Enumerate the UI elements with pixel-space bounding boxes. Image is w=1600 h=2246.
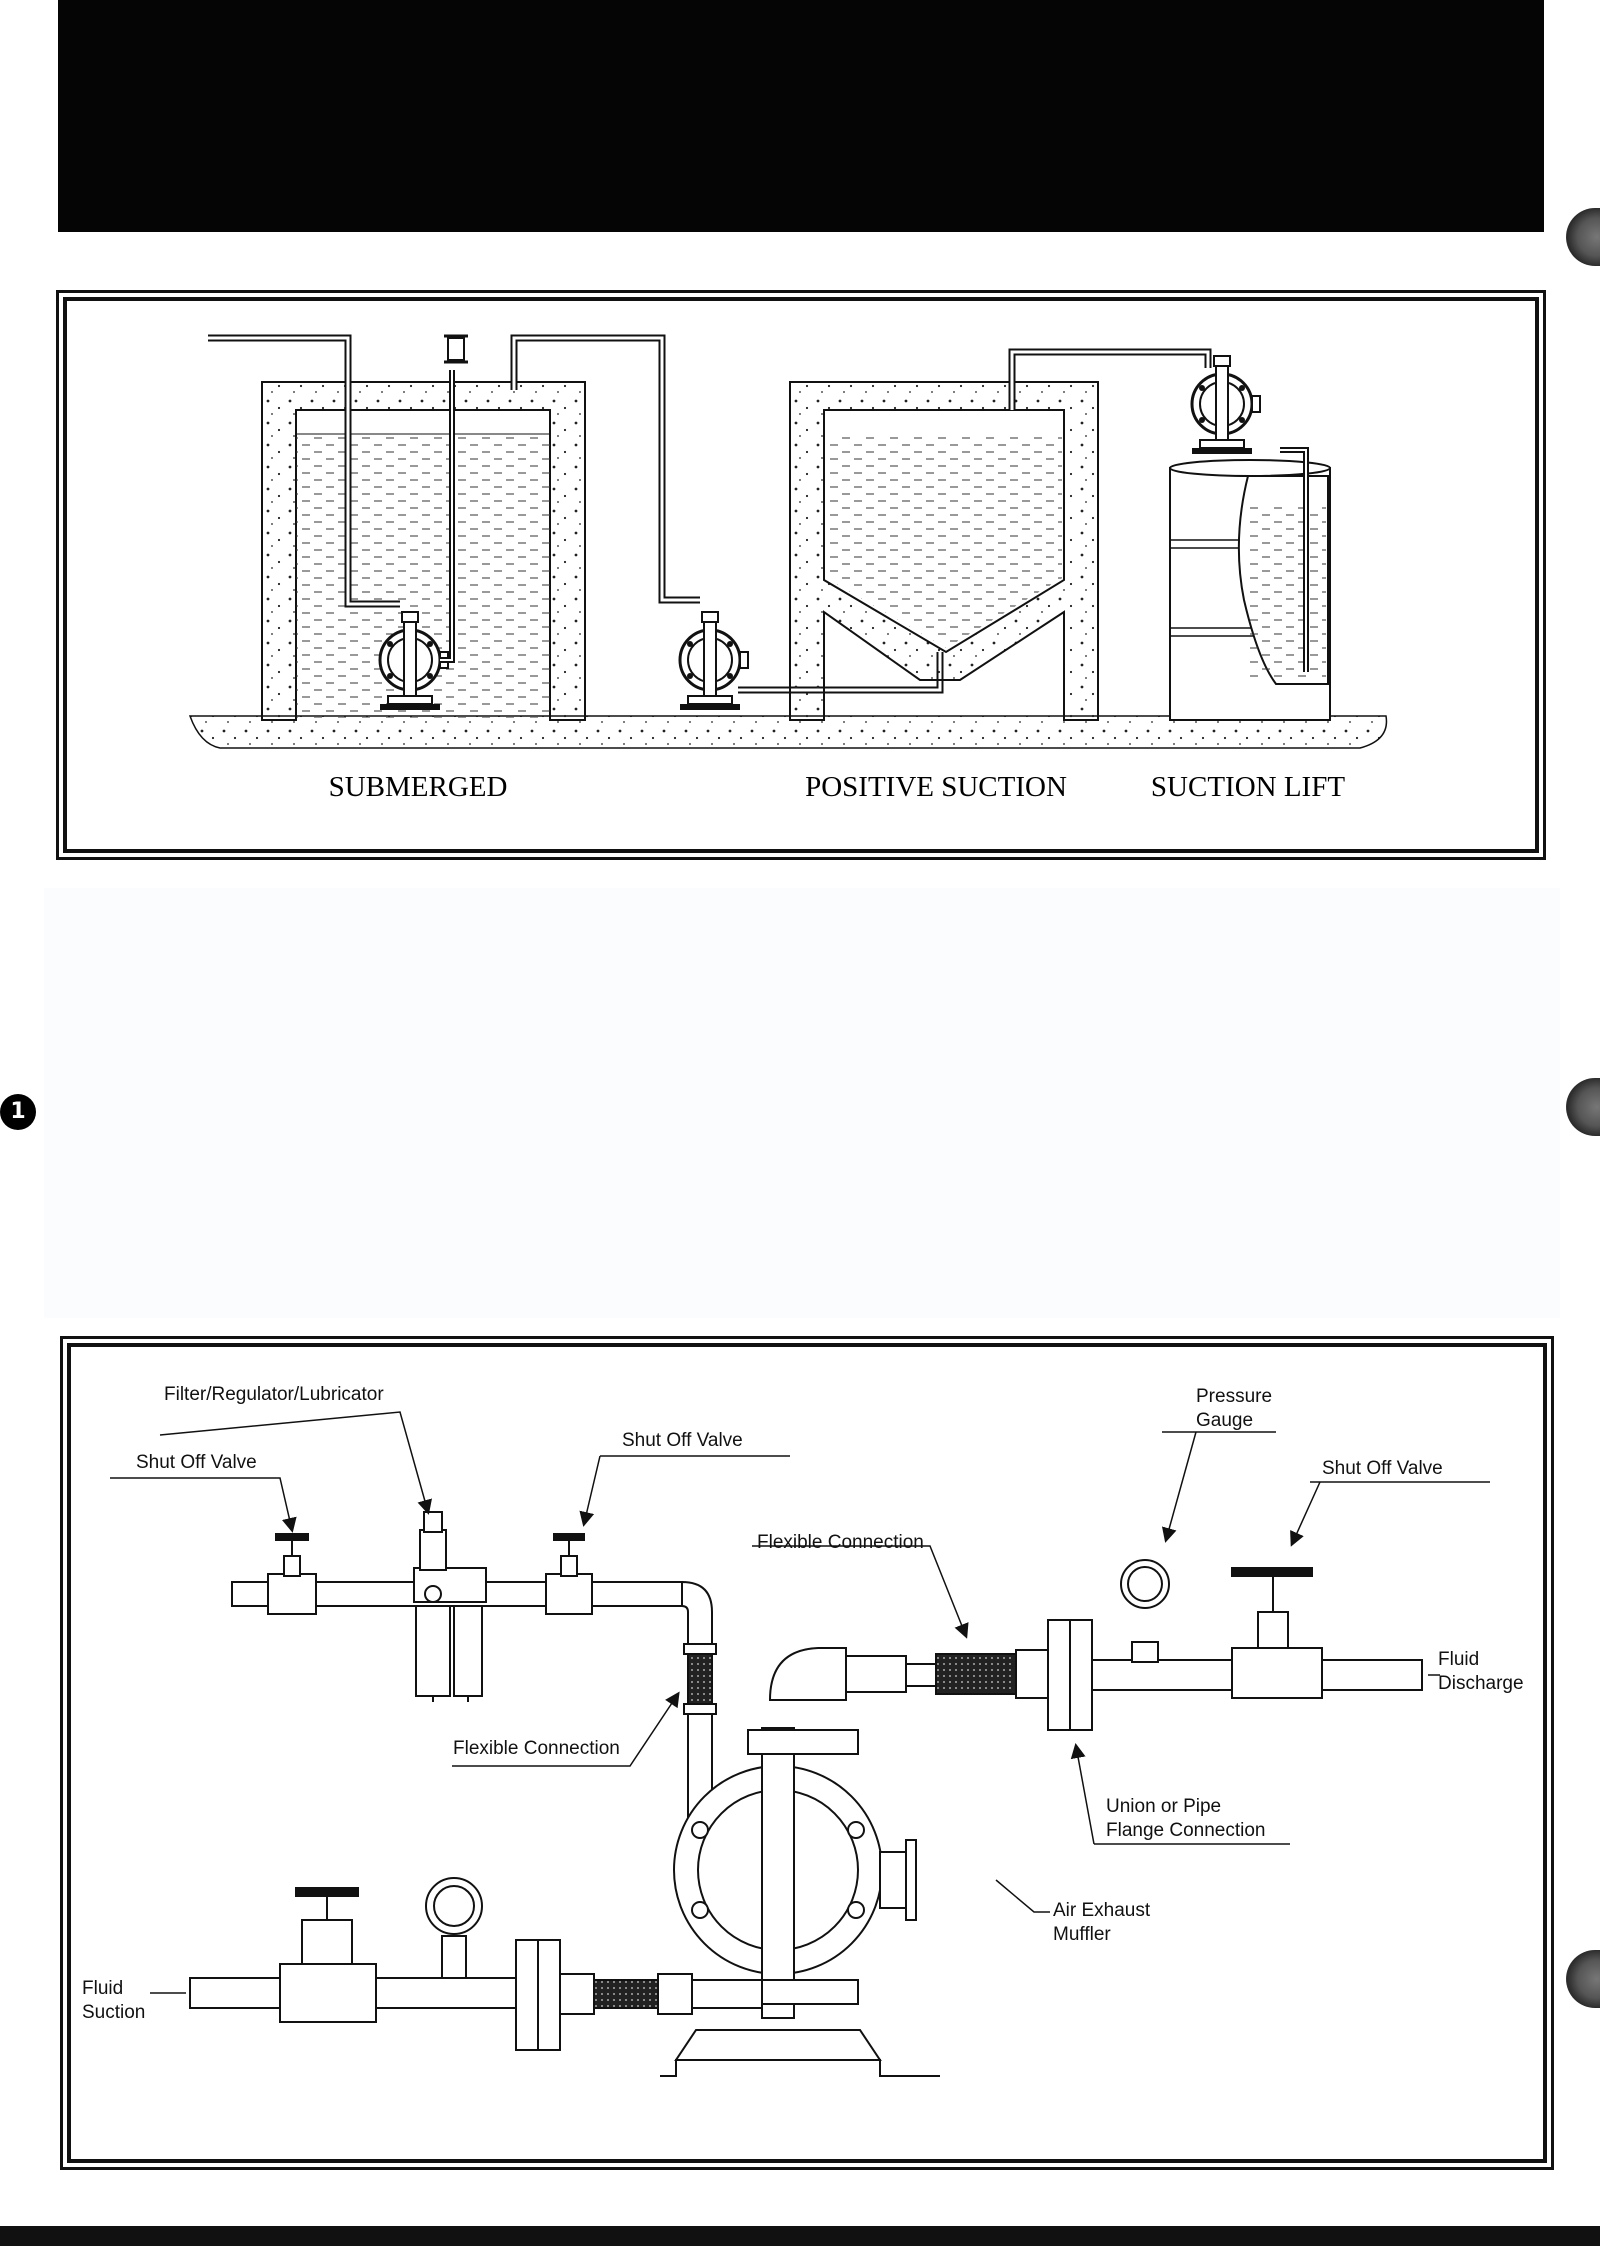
label-union-line1: Union or Pipe xyxy=(1106,1796,1221,1817)
label-frl: Filter/Regulator/Lubricator xyxy=(164,1384,384,1405)
top-black-banner xyxy=(58,0,1544,232)
label-flexible-connection-left: Flexible Connection xyxy=(453,1738,620,1759)
piping-diagram-frame xyxy=(60,1336,1554,2170)
label-pressure-gauge-line1: Pressure xyxy=(1196,1386,1272,1407)
label-suction-lift: SUCTION LIFT xyxy=(1151,771,1345,803)
label-fluid-discharge-line1: Fluid xyxy=(1438,1649,1479,1670)
label-shut-off-valve-left: Shut Off Valve xyxy=(136,1452,257,1473)
label-shut-off-valve-mid: Shut Off Valve xyxy=(622,1430,743,1451)
label-air-exhaust-line1: Air Exhaust xyxy=(1053,1900,1151,1921)
label-air-exhaust-line2: Muffler xyxy=(1053,1924,1111,1945)
label-union-line2: Flange Connection xyxy=(1106,1820,1266,1841)
label-fluid-suction-line2: Suction xyxy=(82,2002,145,2023)
label-fluid-suction-line1: Fluid xyxy=(82,1978,123,1999)
label-pressure-gauge-line2: Gauge xyxy=(1196,1410,1253,1431)
bottom-black-strip xyxy=(0,2226,1600,2246)
blank-middle-panel xyxy=(44,888,1560,1318)
installation-diagram-frame xyxy=(56,290,1546,860)
installation-diagram: SUBMERGED POSITIVE SUCTION SUCTION LIFT xyxy=(188,334,1388,803)
label-flexible-connection-top: Flexible Connection xyxy=(757,1532,924,1553)
page-marker-badge: 1 xyxy=(0,1094,36,1130)
label-fluid-discharge-line2: Discharge xyxy=(1438,1673,1524,1694)
label-shut-off-valve-right: Shut Off Valve xyxy=(1322,1458,1443,1479)
label-submerged: SUBMERGED xyxy=(329,771,508,803)
label-positive-suction: POSITIVE SUCTION xyxy=(805,771,1067,803)
